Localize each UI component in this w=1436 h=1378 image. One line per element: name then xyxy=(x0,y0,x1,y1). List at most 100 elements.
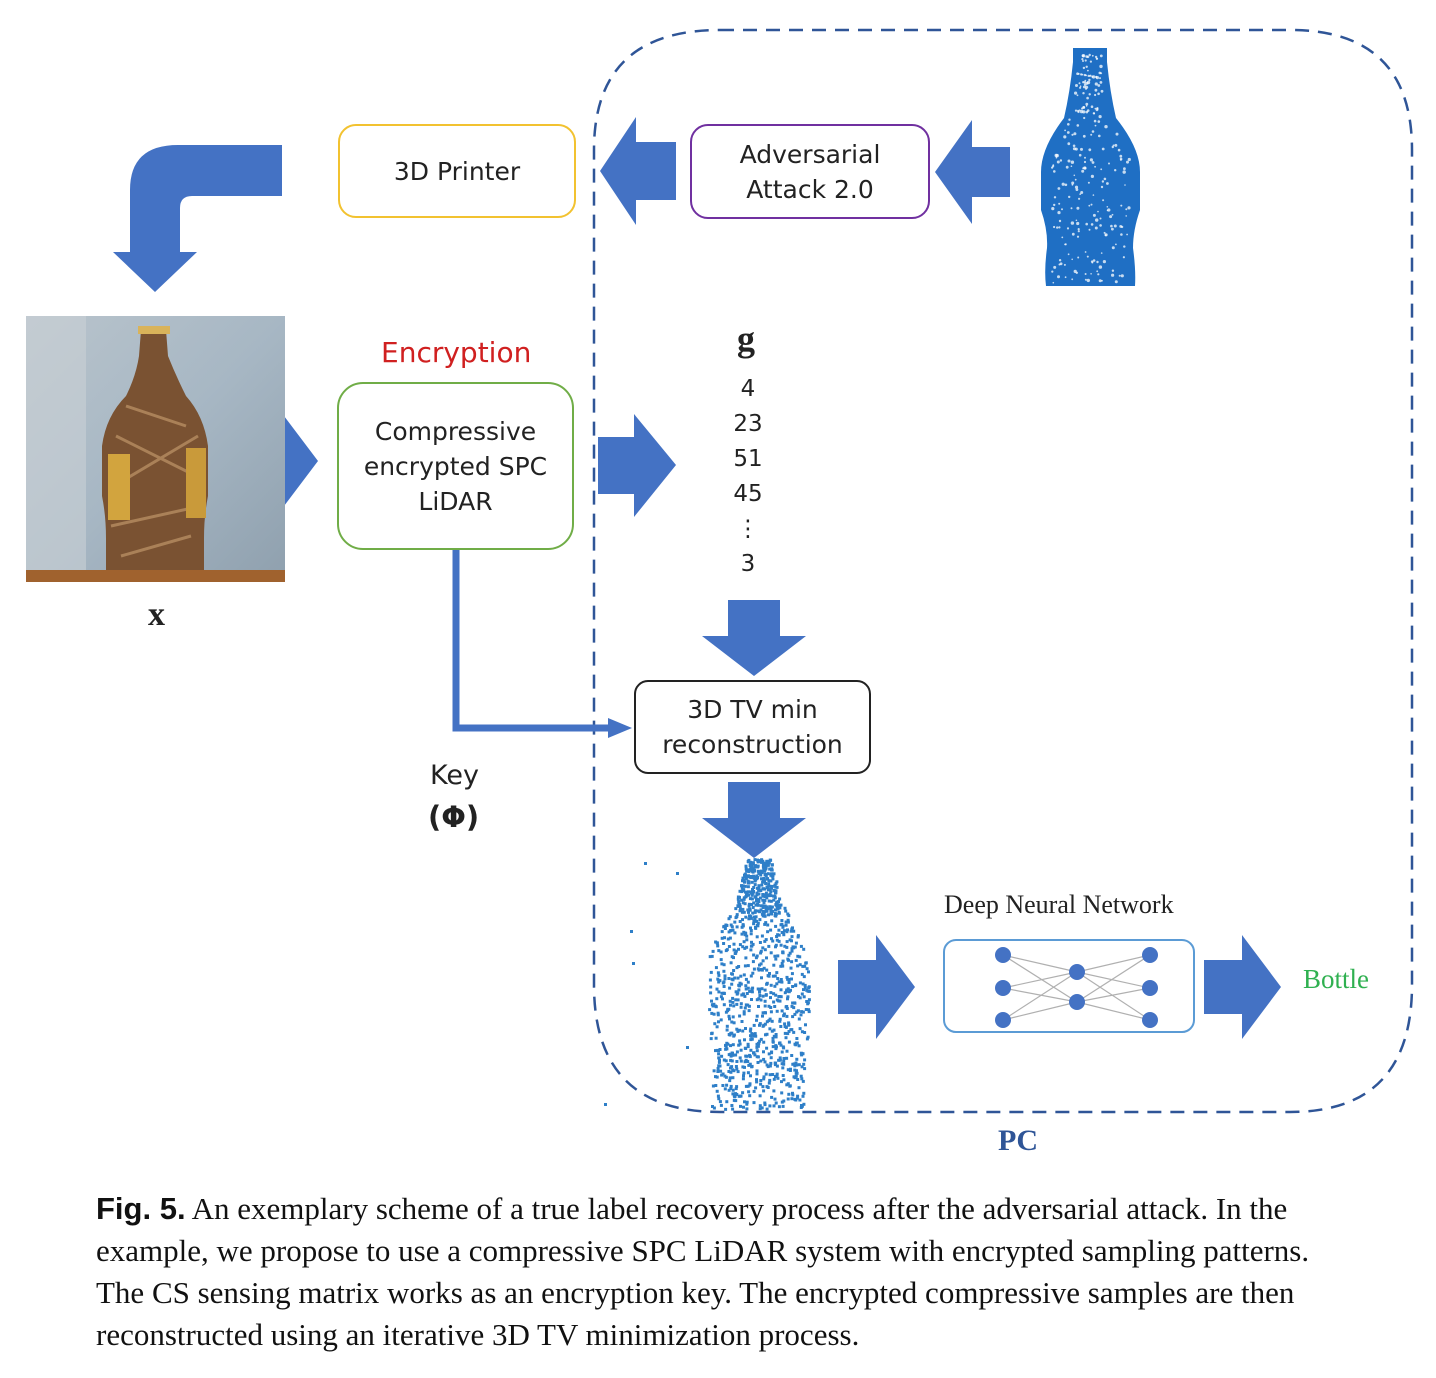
cloud-point xyxy=(726,1063,730,1067)
cloud-point xyxy=(782,1059,786,1063)
cloud-point xyxy=(794,1074,798,1078)
cloud-point xyxy=(772,1104,776,1108)
cloud-point xyxy=(734,998,738,1002)
cloud-point xyxy=(715,941,719,945)
cloud-point xyxy=(773,984,777,988)
cloud-point xyxy=(741,879,744,883)
cloud-point xyxy=(741,884,745,888)
cloud-point xyxy=(756,921,760,925)
cloud-point xyxy=(795,1037,799,1040)
cloud-point xyxy=(797,1086,801,1090)
cloud-point xyxy=(780,980,784,984)
cloud-point xyxy=(722,969,726,973)
cloud-point xyxy=(803,983,807,987)
cloud-point xyxy=(786,920,790,924)
cloud-point xyxy=(762,1023,766,1027)
g-value: 3 xyxy=(740,551,756,577)
output-label: Bottle xyxy=(1303,964,1369,994)
cloud-point xyxy=(772,1089,776,1093)
cloud-point xyxy=(776,954,780,958)
cloud-point xyxy=(797,995,800,999)
dnn-edge xyxy=(1076,954,1151,1003)
cloud-point xyxy=(759,908,763,912)
cloud-point xyxy=(753,875,756,879)
point-speckle xyxy=(1106,206,1109,208)
point-speckle xyxy=(1094,82,1098,86)
point-speckle xyxy=(1061,236,1064,239)
cloud-point xyxy=(735,992,739,996)
dnn-node xyxy=(1069,994,1085,1010)
cloud-point xyxy=(774,891,778,895)
cloud-point xyxy=(800,1065,804,1069)
cloud-point xyxy=(710,999,713,1003)
key-label: Key xyxy=(430,760,479,791)
cloud-point xyxy=(766,907,770,911)
cloud-point xyxy=(732,1004,736,1008)
cloud-point xyxy=(793,1068,797,1072)
cloud-point xyxy=(762,901,766,905)
cloud-point xyxy=(729,1084,733,1088)
point-speckle xyxy=(1092,213,1096,217)
cloud-point xyxy=(771,939,775,943)
cloud-point xyxy=(772,889,776,893)
cloud-point xyxy=(775,982,779,986)
cloud-point xyxy=(763,1022,767,1026)
cloud-point xyxy=(752,953,756,957)
cloud-point xyxy=(762,1040,766,1044)
cloud-point xyxy=(772,992,776,996)
cloud-point xyxy=(729,1087,733,1090)
point-speckle xyxy=(1086,55,1090,59)
cloud-point xyxy=(749,868,753,872)
point-speckle xyxy=(1090,203,1093,206)
photo-bottle-label-right xyxy=(186,448,206,518)
cloud-point xyxy=(731,996,735,1000)
cloud-point xyxy=(767,1004,771,1008)
cloud-point xyxy=(774,889,778,893)
cloud-point xyxy=(768,1104,772,1108)
cloud-point xyxy=(752,890,755,893)
cloud-point xyxy=(801,964,805,968)
cloud-point xyxy=(729,1031,733,1035)
point-speckle xyxy=(1053,265,1057,269)
point-speckle xyxy=(1098,265,1103,269)
cloud-point xyxy=(742,896,746,900)
cloud-point xyxy=(733,1094,737,1098)
photo-bottle-mesh xyxy=(110,404,202,558)
cloud-point xyxy=(801,1010,805,1014)
cloud-point xyxy=(725,1047,729,1051)
cloud-point xyxy=(782,1078,786,1082)
cloud-point xyxy=(752,919,756,923)
cloud-point xyxy=(783,1031,787,1035)
point-speckle xyxy=(1101,279,1103,282)
cloud-point xyxy=(793,945,797,949)
cloud-point xyxy=(719,1018,723,1022)
cloud-point xyxy=(780,1009,784,1013)
point-speckle xyxy=(1076,221,1080,226)
point-speckle xyxy=(1099,77,1101,80)
cloud-point xyxy=(771,974,775,978)
point-speckle xyxy=(1080,147,1083,151)
cloud-point xyxy=(780,1062,784,1066)
point-speckle xyxy=(1072,144,1076,148)
cloud-point xyxy=(778,1041,782,1045)
cloud-point xyxy=(755,1018,758,1022)
cloud-point xyxy=(776,900,780,904)
point-speckle xyxy=(1071,258,1073,261)
cloud-point xyxy=(778,1019,782,1023)
cloud-point xyxy=(765,982,769,986)
cloud-point xyxy=(709,970,713,974)
point-speckle xyxy=(1097,92,1100,96)
cloud-point xyxy=(786,995,790,999)
cloud-point xyxy=(749,929,753,932)
photo-bottle-cap xyxy=(138,326,170,334)
cloud-point xyxy=(762,1057,766,1061)
cloud-point xyxy=(765,909,769,913)
cloud-point xyxy=(769,1006,773,1009)
photo-shelf xyxy=(26,570,285,582)
dnn-edge xyxy=(1076,954,1151,973)
dnn-edge xyxy=(1002,971,1078,989)
point-speckle xyxy=(1067,253,1070,256)
cloud-point xyxy=(752,922,756,926)
cloud-point xyxy=(726,1007,730,1011)
cloud-point xyxy=(786,987,790,991)
